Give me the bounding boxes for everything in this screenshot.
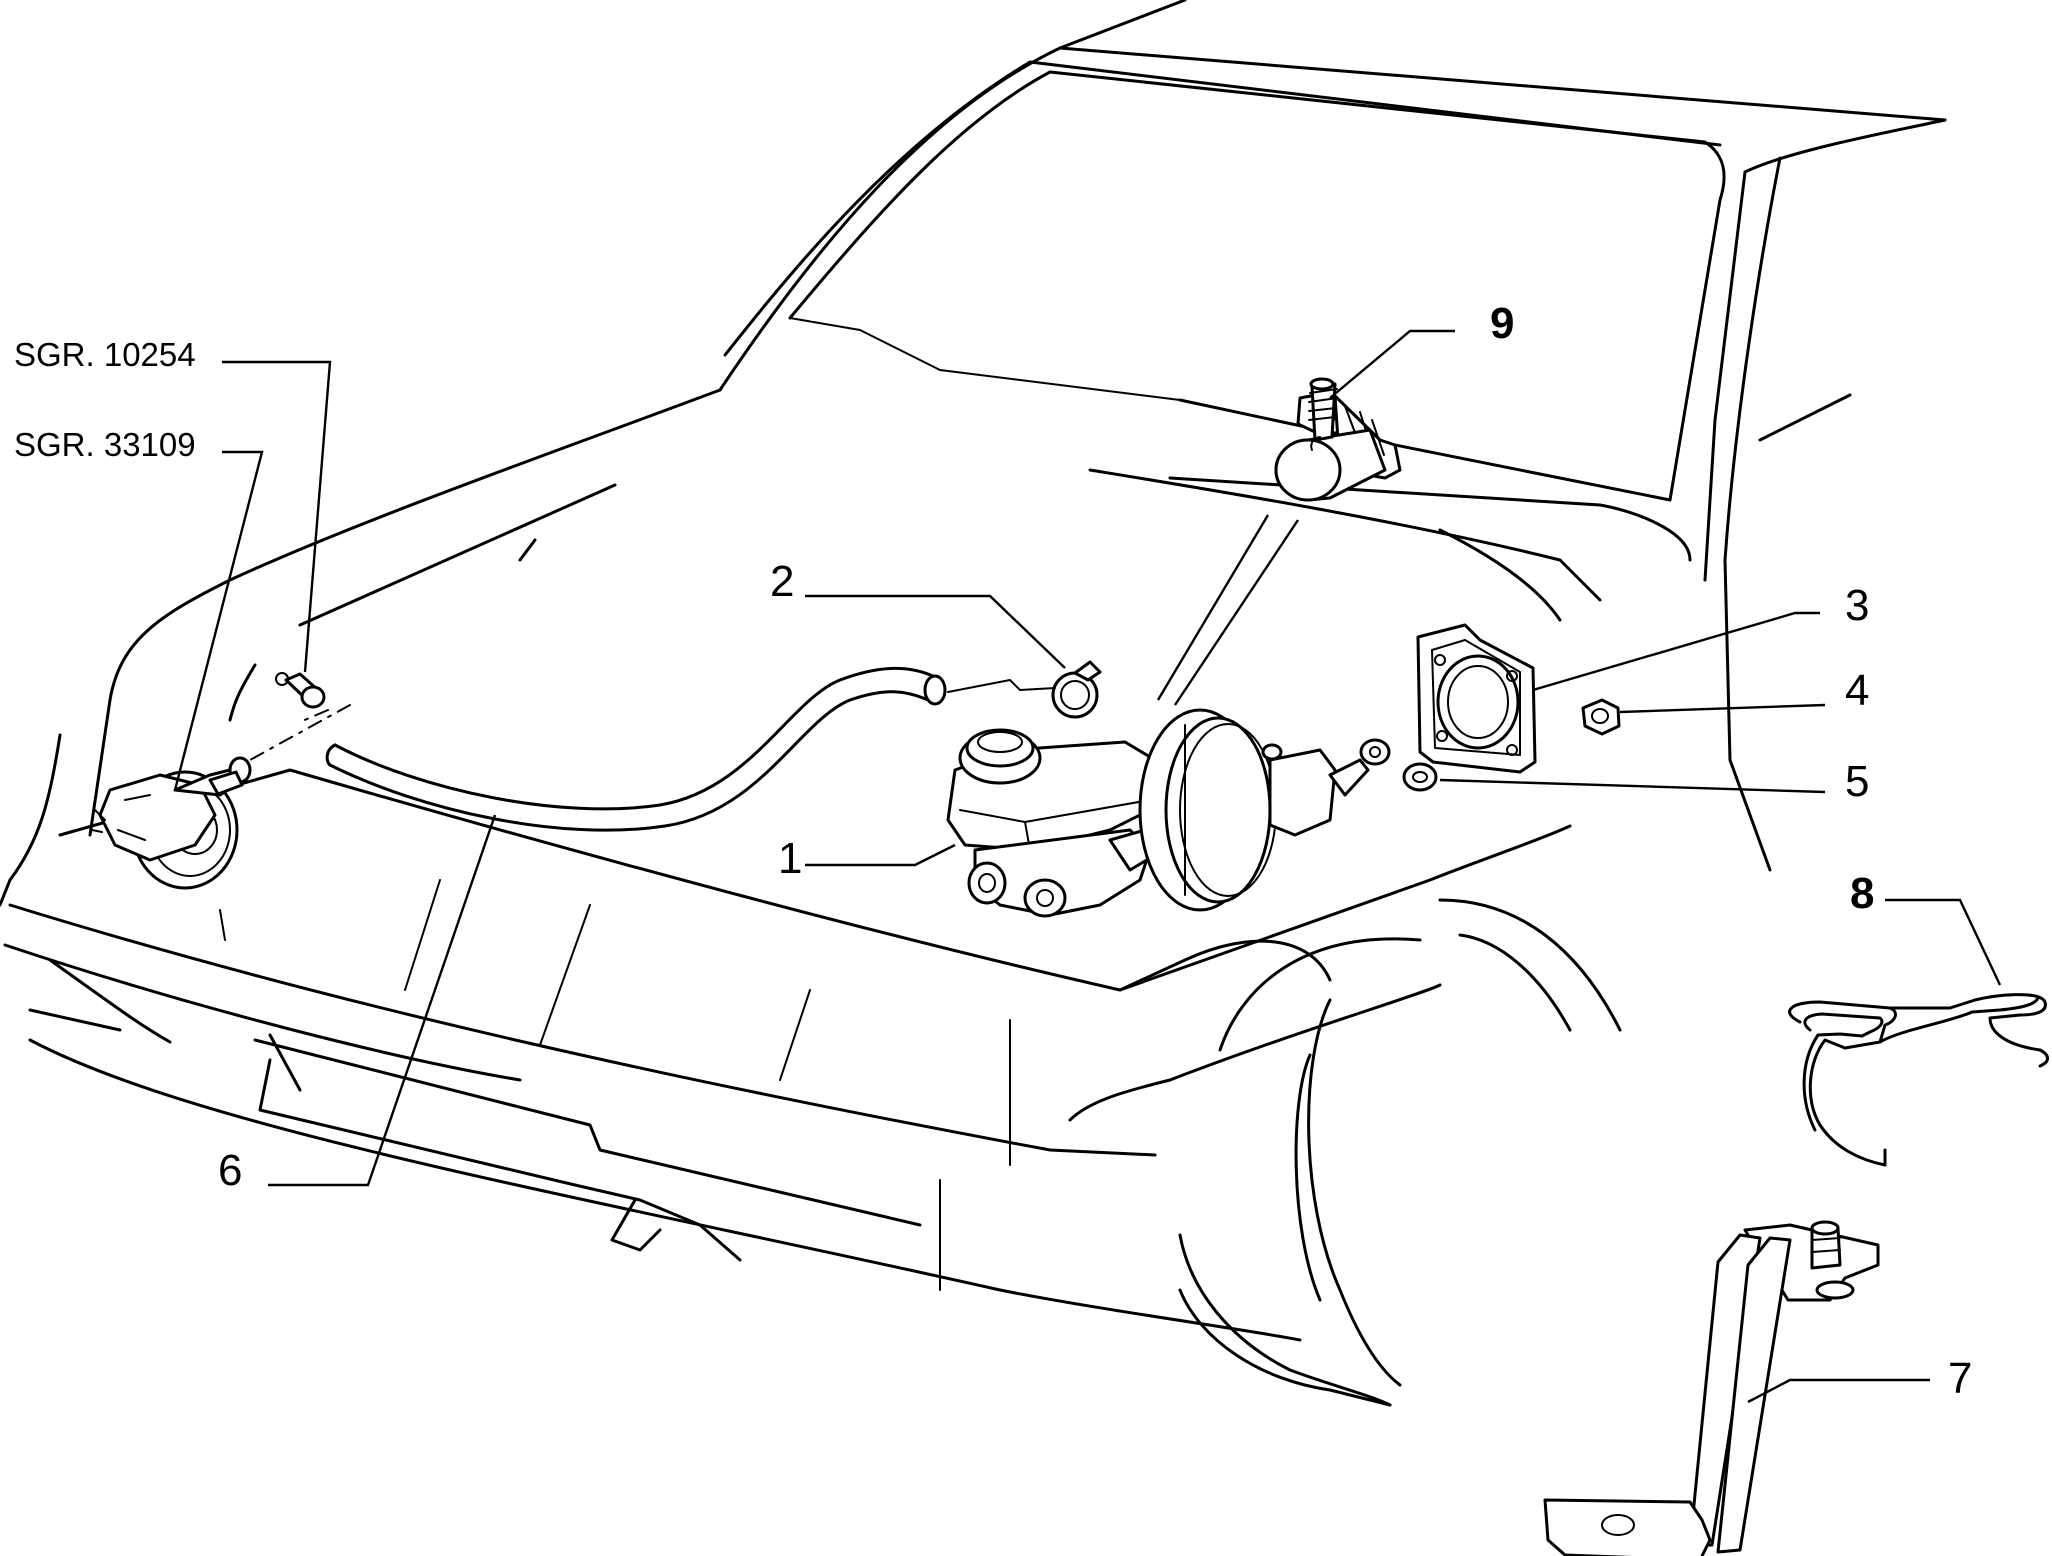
valve-fitting	[1274, 377, 1402, 502]
reference-labels: SGR. 10254 SGR. 33109	[14, 336, 196, 463]
leader-lines	[173, 329, 2002, 1404]
ref-label-sgr-33109: SGR. 33109	[14, 426, 196, 463]
assembly-lines	[249, 704, 351, 761]
ref-label-sgr-10254: SGR. 10254	[14, 336, 196, 373]
spring-clip	[1788, 993, 2049, 1167]
vacuum-pump	[91, 756, 252, 890]
nut	[1581, 698, 1621, 736]
washer	[1402, 762, 1438, 792]
brake-servo-booster	[1138, 708, 1391, 912]
callout-6: 6	[218, 1146, 242, 1195]
callout-3: 3	[1845, 581, 1869, 630]
callout-1: 1	[778, 834, 802, 883]
bracket	[1543, 1220, 1880, 1556]
hose-clamp	[1051, 660, 1102, 719]
callout-2: 2	[770, 557, 794, 606]
servo-gasket	[1416, 623, 1537, 774]
callout-7: 7	[1948, 1354, 1972, 1403]
callout-4: 4	[1845, 666, 1869, 715]
callout-8: 8	[1850, 869, 1874, 918]
car-body-outline	[0, 0, 1947, 1407]
master-cylinder	[946, 728, 1157, 918]
callout-5: 5	[1845, 757, 1869, 806]
vacuum-hose	[325, 666, 1056, 832]
callout-labels: 1 2 3 4 5 6 7 8 9	[218, 299, 1972, 1403]
callout-9: 9	[1490, 299, 1514, 348]
bolt	[275, 672, 326, 709]
